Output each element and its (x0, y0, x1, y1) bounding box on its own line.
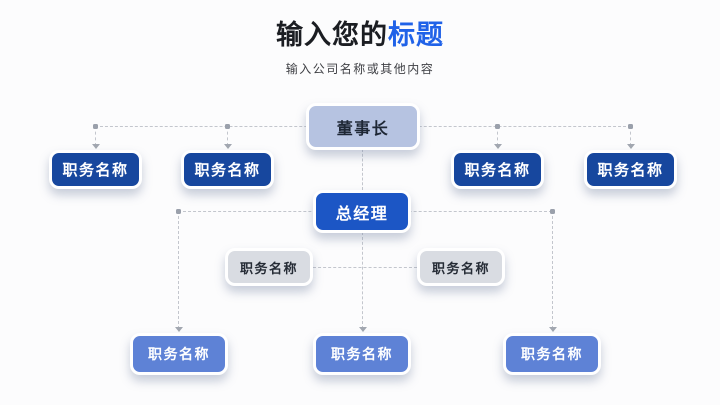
connector-junction-dot (495, 124, 500, 129)
org-node-position-l2-3: 职务名称 (451, 150, 544, 189)
org-node-label: 职务名称 (331, 346, 393, 362)
org-node-position-l2-2: 职务名称 (181, 150, 274, 189)
connector-arrow-down (359, 327, 367, 332)
connector-drop-l2-2 (227, 126, 228, 146)
connector-root-to-manager (362, 149, 363, 190)
org-node-position-l3-1: 职务名称 (225, 248, 313, 286)
connector-level3-hline (313, 267, 417, 268)
org-node-label: 职务名称 (194, 162, 261, 179)
connector-arrow-down (494, 144, 502, 149)
connector-arrow-down (224, 144, 232, 149)
org-node-label: 职务名称 (62, 162, 129, 179)
org-node-label: 董事长 (336, 120, 390, 138)
org-node-label: 职务名称 (464, 162, 531, 179)
org-node-label: 职务名称 (521, 346, 583, 362)
org-node-general-manager: 总经理 (313, 190, 411, 233)
connector-junction-dot (225, 124, 230, 129)
org-node-position-l3-2: 职务名称 (417, 248, 505, 286)
org-node-position-l4-3: 职务名称 (503, 333, 601, 375)
org-node-position-l4-1: 职务名称 (130, 333, 228, 375)
connector-junction-dot (176, 209, 181, 214)
page-title: 输入您的标题 (0, 13, 720, 52)
org-node-label: 职务名称 (148, 346, 210, 362)
connector-junction-dot (628, 124, 633, 129)
page-subtitle: 输入公司名称或其他内容 (285, 62, 435, 76)
org-node-label: 职务名称 (597, 162, 664, 179)
connector-junction-dot (550, 209, 555, 214)
connector-drop-l4-center (362, 232, 363, 329)
connector-arrow-down (549, 327, 557, 332)
org-node-position-l2-4: 职务名称 (584, 150, 677, 189)
page-title-prefix: 输入您的 (276, 20, 388, 50)
org-node-label: 职务名称 (239, 260, 298, 276)
connector-drop-l2-1 (95, 126, 96, 146)
org-node-position-l2-1: 职务名称 (49, 150, 142, 189)
org-node-label: 总经理 (335, 205, 389, 223)
org-node-position-l4-2: 职务名称 (313, 333, 411, 375)
connector-arrow-down (627, 144, 635, 149)
connector-arrow-down (175, 327, 183, 332)
connector-junction-dot (93, 124, 98, 129)
org-node-chairman: 董事长 (306, 103, 420, 150)
connector-drop-l4-left (178, 211, 179, 329)
org-node-label: 职务名称 (431, 260, 490, 276)
connector-drop-l2-3 (497, 126, 498, 146)
connector-drop-l2-4 (630, 126, 631, 146)
connector-arrow-down (92, 144, 100, 149)
connector-drop-l4-right (552, 211, 553, 329)
page-title-accent: 标题 (388, 20, 444, 50)
